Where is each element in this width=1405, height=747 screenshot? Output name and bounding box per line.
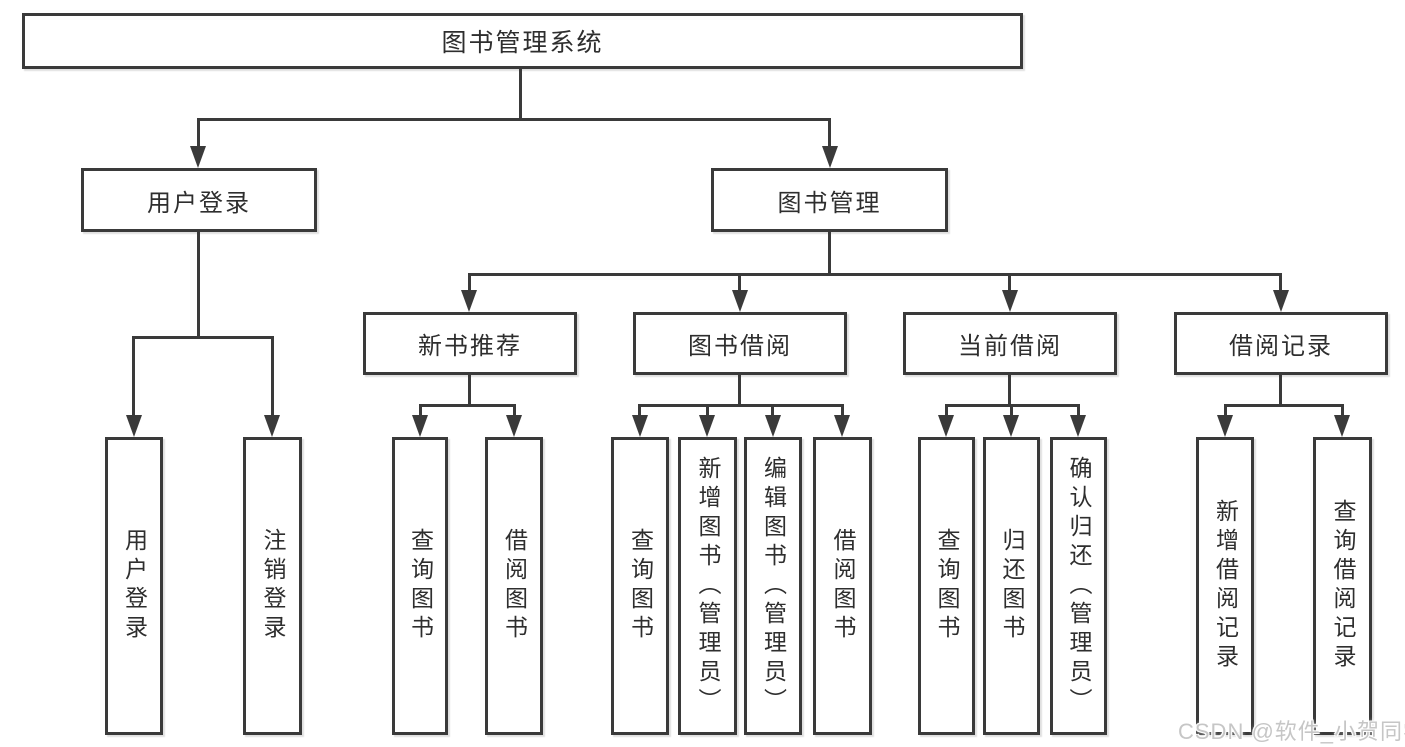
connector-line bbox=[828, 232, 831, 273]
leaf-label: 查询借阅记录 bbox=[1330, 499, 1356, 673]
leaf-query-borrow-record: 查询借阅记录 bbox=[1313, 437, 1372, 735]
leaf-add-borrow-record: 新增借阅记录 bbox=[1196, 437, 1254, 735]
node-label: 图书管理系统 bbox=[441, 29, 604, 57]
connector-line bbox=[1279, 273, 1282, 292]
node-label: 图书管理 bbox=[777, 189, 882, 217]
leaf-label: 用户登录 bbox=[121, 528, 148, 644]
node-label: 图书借阅 bbox=[688, 333, 792, 360]
connector-line bbox=[468, 273, 471, 292]
connector-line bbox=[419, 404, 516, 407]
connector-line bbox=[1224, 404, 1344, 407]
connector-line bbox=[132, 336, 135, 417]
connector-line bbox=[706, 404, 709, 417]
node-current-borrowing: 当前借阅 bbox=[903, 312, 1117, 375]
arrow-down-icon bbox=[264, 415, 280, 437]
arrow-down-icon bbox=[938, 415, 954, 437]
connector-line bbox=[638, 404, 641, 417]
connector-line bbox=[1341, 404, 1344, 417]
connector-line bbox=[638, 404, 844, 407]
connector-line bbox=[1279, 375, 1282, 406]
arrow-down-icon bbox=[1217, 415, 1233, 437]
leaf-label: 借阅图书 bbox=[501, 528, 528, 644]
leaf-add-books-admin: 新增图书（管理员） bbox=[678, 437, 737, 735]
leaf-query-books-current: 查询图书 bbox=[918, 437, 975, 735]
arrow-down-icon bbox=[1273, 290, 1289, 312]
watermark: CSDN @软件_小贺同学 bbox=[1178, 719, 1405, 744]
connector-line bbox=[271, 336, 274, 417]
node-label: 用户登录 bbox=[147, 189, 251, 217]
leaf-edit-books-admin: 编辑图书（管理员） bbox=[744, 437, 802, 735]
arrow-down-icon bbox=[765, 415, 781, 437]
connector-line bbox=[945, 404, 948, 417]
arrow-down-icon bbox=[190, 146, 206, 168]
arrow-down-icon bbox=[1334, 415, 1350, 437]
connector-line bbox=[738, 375, 741, 406]
leaf-borrow-books: 借阅图书 bbox=[813, 437, 872, 735]
connector-line bbox=[519, 69, 522, 118]
leaf-label: 确认归还（管理员） bbox=[1066, 455, 1092, 717]
connector-line bbox=[738, 273, 741, 292]
connector-line bbox=[419, 404, 422, 417]
arrow-down-icon bbox=[126, 415, 142, 437]
arrow-down-icon bbox=[1002, 290, 1018, 312]
node-label: 新书推荐 bbox=[418, 333, 522, 360]
arrow-down-icon bbox=[632, 415, 648, 437]
arrow-down-icon bbox=[506, 415, 522, 437]
leaf-label: 查询图书 bbox=[627, 528, 654, 644]
arrow-down-icon bbox=[1003, 415, 1019, 437]
connector-line bbox=[828, 118, 831, 150]
leaf-logout: 注销登录 bbox=[243, 437, 302, 735]
node-library-management-system: 图书管理系统 bbox=[22, 13, 1023, 69]
arrow-down-icon bbox=[822, 146, 838, 168]
leaf-user-login: 用户登录 bbox=[105, 437, 163, 735]
leaf-label: 编辑图书（管理员） bbox=[760, 455, 787, 717]
node-new-book-recommendation: 新书推荐 bbox=[363, 312, 577, 375]
connector-line bbox=[197, 118, 831, 121]
arrow-down-icon bbox=[699, 415, 715, 437]
leaf-label: 查询图书 bbox=[934, 528, 960, 644]
connector-line bbox=[841, 404, 844, 417]
leaf-label: 新增借阅记录 bbox=[1212, 499, 1239, 673]
node-user-login: 用户登录 bbox=[81, 168, 317, 232]
connector-line bbox=[197, 118, 200, 150]
leaf-return-books: 归还图书 bbox=[983, 437, 1040, 735]
connector-line bbox=[132, 336, 274, 339]
arrow-down-icon bbox=[1070, 415, 1086, 437]
connector-line bbox=[771, 404, 774, 417]
arrow-down-icon bbox=[834, 415, 850, 437]
leaf-label: 借阅图书 bbox=[830, 528, 856, 644]
leaf-borrow-books-recommend: 借阅图书 bbox=[485, 437, 543, 735]
leaf-query-books-borrow: 查询图书 bbox=[611, 437, 669, 735]
node-label: 当前借阅 bbox=[958, 333, 1062, 360]
node-book-borrowing: 图书借阅 bbox=[633, 312, 847, 375]
leaf-query-books-recommend: 查询图书 bbox=[392, 437, 448, 735]
connector-line bbox=[513, 404, 516, 417]
arrow-down-icon bbox=[732, 290, 748, 312]
connector-line bbox=[1008, 375, 1011, 406]
leaf-label: 注销登录 bbox=[260, 528, 286, 644]
node-label: 借阅记录 bbox=[1229, 333, 1333, 360]
connector-line bbox=[1224, 404, 1227, 417]
arrow-down-icon bbox=[461, 290, 477, 312]
connector-line bbox=[197, 232, 200, 336]
connector-line bbox=[468, 273, 1282, 276]
leaf-label: 归还图书 bbox=[999, 528, 1025, 644]
leaf-label: 新增图书（管理员） bbox=[695, 455, 721, 717]
arrow-down-icon bbox=[412, 415, 428, 437]
node-book-management: 图书管理 bbox=[711, 168, 948, 232]
connector-line bbox=[468, 375, 471, 406]
leaf-label: 查询图书 bbox=[407, 528, 434, 644]
connector-line bbox=[1010, 404, 1013, 417]
connector-line bbox=[1008, 273, 1011, 292]
node-borrowing-records: 借阅记录 bbox=[1174, 312, 1388, 375]
leaf-confirm-return-admin: 确认归还（管理员） bbox=[1050, 437, 1107, 735]
connector-line bbox=[1077, 404, 1080, 417]
